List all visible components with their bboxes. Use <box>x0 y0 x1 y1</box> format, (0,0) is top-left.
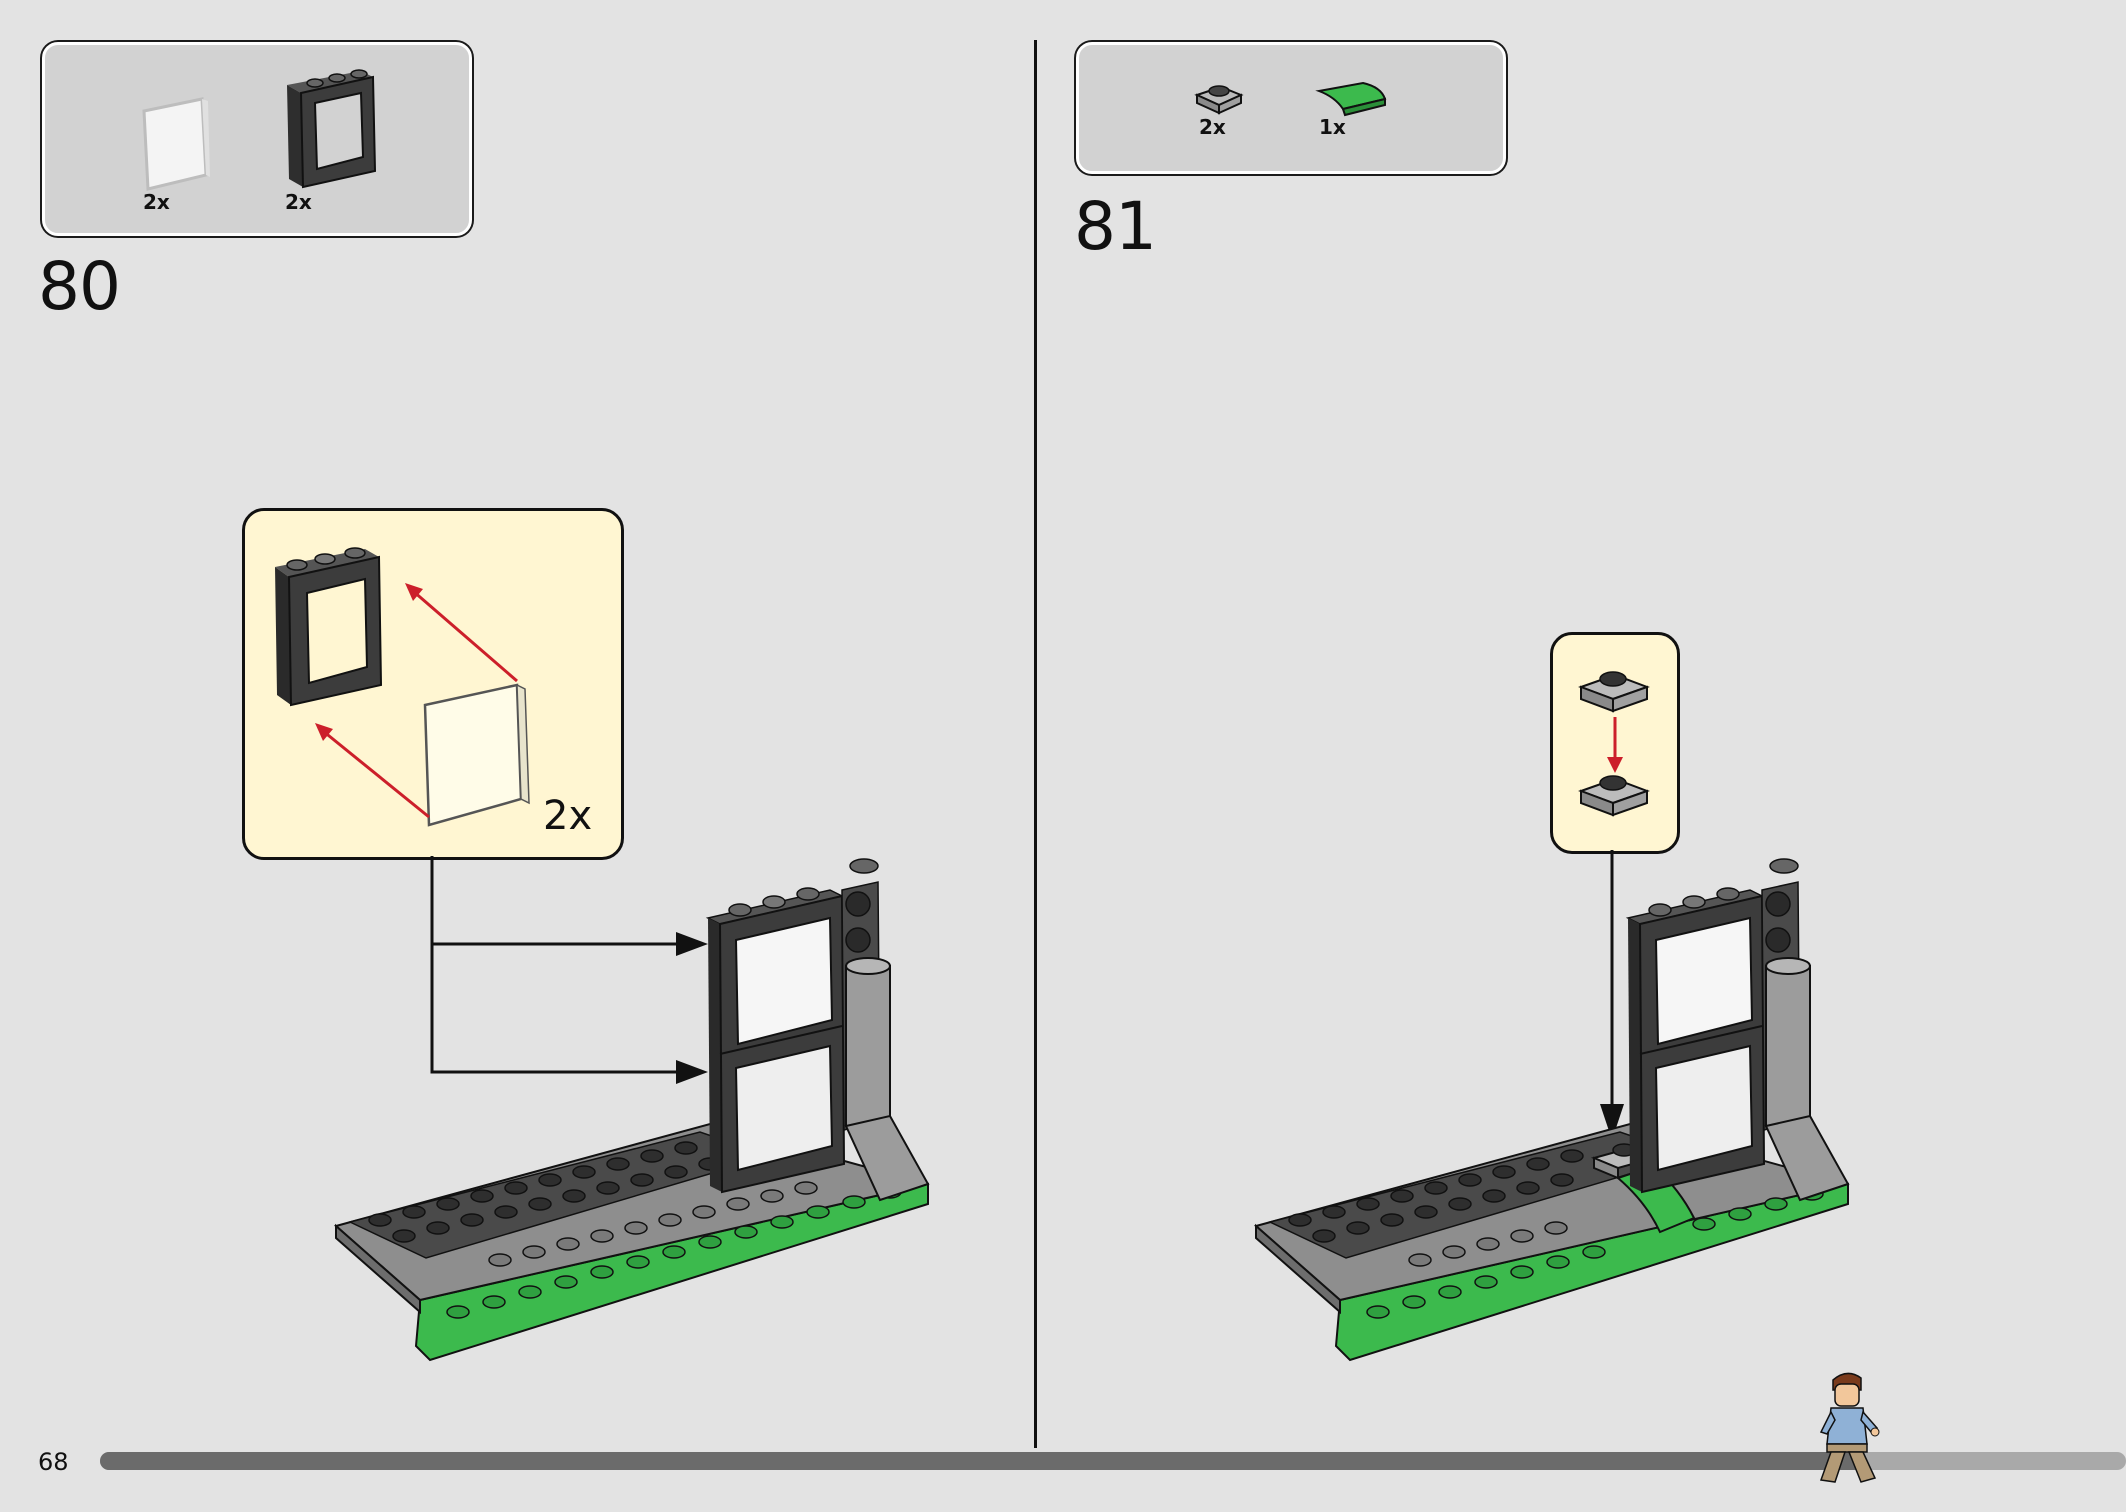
part-count-frame: 2x <box>285 190 312 214</box>
step-number-81: 81 <box>1074 188 1157 265</box>
progress-bar <box>100 1452 2126 1470</box>
plate-callout <box>1550 632 1680 854</box>
page-divider <box>1034 40 1037 1448</box>
callout-multiplier: 2x <box>543 793 593 839</box>
glass-pane-part-icon <box>142 97 210 191</box>
parts-box-step-81: 2x 1x <box>1076 42 1506 174</box>
callout-window-frame <box>275 547 383 707</box>
callout-assembly-arrows <box>315 583 518 819</box>
parts-box-step-80: 2x 2x <box>42 42 472 236</box>
progress-fill <box>100 1452 1863 1470</box>
minifigure-walking-icon <box>1819 1372 1880 1483</box>
model-step-81 <box>1253 858 1850 1362</box>
curved-tile-part-icon <box>1315 81 1387 117</box>
sub-assembly-callout: 2x <box>242 508 624 860</box>
page-number: 68 <box>38 1448 69 1476</box>
window-frame-part-icon <box>287 69 377 189</box>
step-number-80: 80 <box>38 248 121 325</box>
part-count-curved-tile: 1x <box>1319 115 1346 139</box>
part-count-glass: 2x <box>143 190 170 214</box>
round-plate-part-icon <box>1194 85 1244 115</box>
model-step-80 <box>333 858 930 1362</box>
part-count-round-plate: 2x <box>1199 115 1226 139</box>
callout-glass-pane <box>423 683 530 827</box>
plate-callout-drawing <box>1578 671 1650 817</box>
